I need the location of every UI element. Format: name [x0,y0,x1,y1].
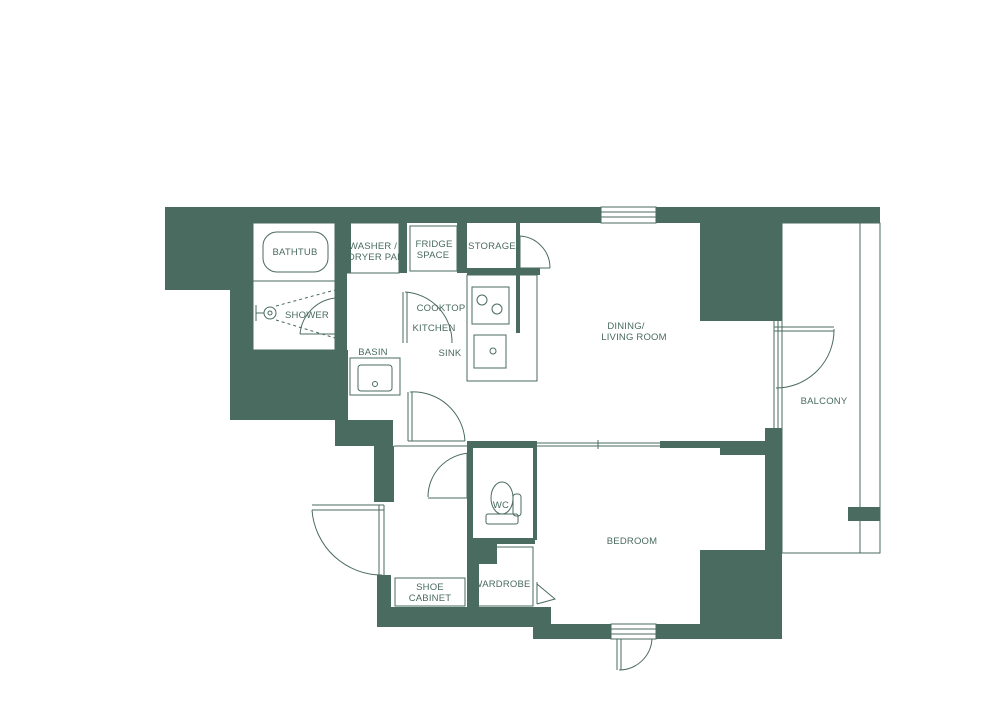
sink-fixture [473,334,507,369]
windows [600,206,657,640]
balcony-door [774,326,835,389]
shoe-cabinet-label-line2: CABINET [409,593,452,604]
fixtures [255,222,557,607]
bathroom-door [402,291,453,344]
dining-label-line2: LIVING ROOM [601,332,667,343]
cooktop-fixture [471,286,510,325]
sink-label: SINK [439,348,462,359]
room-labels: BATHTUB SHOWER WASHER / DRYER PAN FRIDGE… [272,239,847,604]
washer-fixture [346,222,400,274]
bedroom-label: BEDROOM [607,536,658,547]
washer-label-line2: DRYER PAN [348,252,404,263]
basin-counter [349,357,401,396]
wc-door [427,452,473,499]
kitchen-label: KITCHEN [412,323,455,334]
walls [165,207,880,639]
shoe-cabinet-fixture [394,577,466,607]
doors [299,235,835,671]
storage-door [519,235,551,269]
fridge-fixture [409,225,458,272]
entry-hall-door [407,391,466,442]
shoe-cabinet-label-line1: SHOE [416,582,444,593]
cooktop-label: COOKTOP [417,303,466,314]
shower-head-icon [255,305,277,321]
dining-label-line1: DINING/ [607,321,644,332]
wardrobe-label: WARDROBE [473,579,530,590]
balcony-outline [773,222,881,554]
bathtub-fixture [262,231,329,273]
shower-door [299,297,336,335]
front-door [311,504,385,576]
bedroom-window-door [616,638,653,671]
washer-label-line1: WASHER / [349,241,397,252]
bathtub-label: BATHTUB [272,247,317,258]
partitions [252,222,660,449]
storage-label: STORAGE [468,241,516,252]
fridge-label-line2: SPACE [417,250,450,261]
shower-label: SHOWER [285,310,329,321]
fridge-label-line1: FRIDGE [415,239,452,250]
wardrobe-fixture [474,546,534,607]
wc-label: WC [493,500,509,511]
basin-label: BASIN [358,347,388,358]
toilet-fixture [485,481,522,525]
kitchen-counter [466,274,538,382]
balcony-label: BALCONY [801,396,848,407]
